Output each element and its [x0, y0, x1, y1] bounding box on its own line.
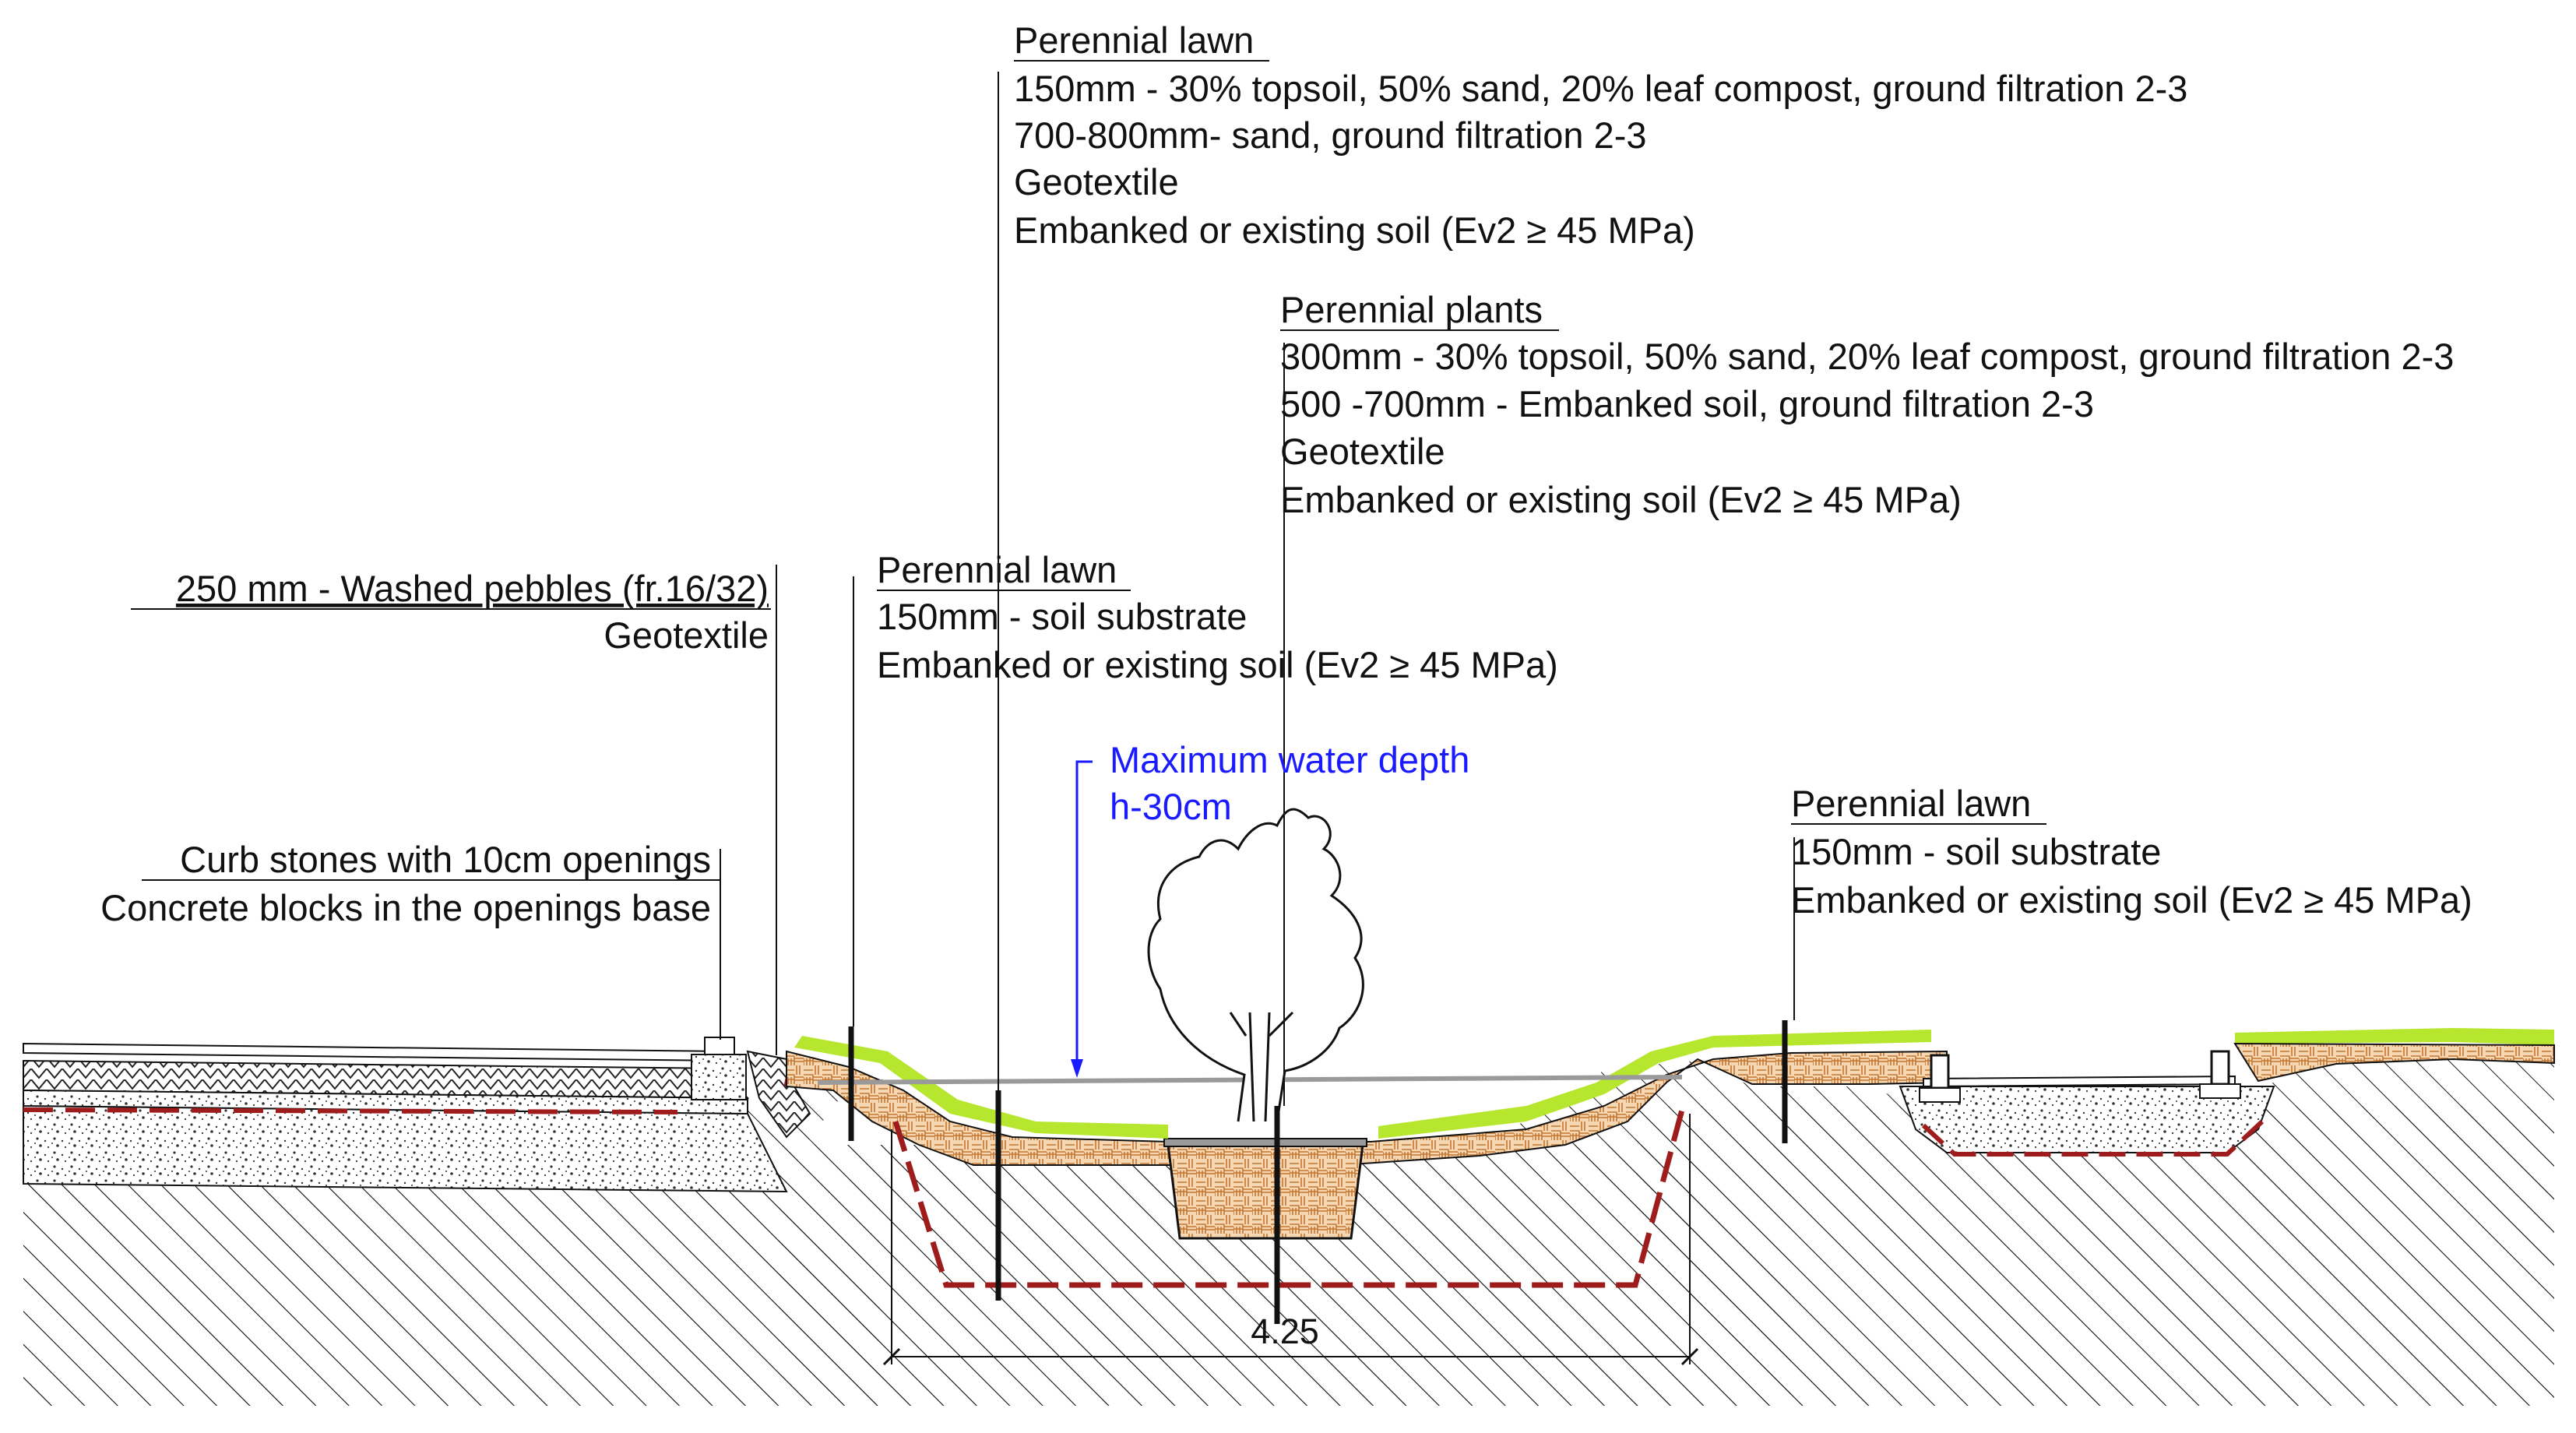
dimension-tick-left: [882, 1347, 901, 1366]
lawn-top-line-3: Geotextile: [1014, 161, 1179, 202]
curb-block: [691, 1054, 747, 1100]
plants-line-3: Geotextile: [1280, 431, 1445, 472]
lawn-right-line-1: 150mm - soil substrate: [1791, 831, 2161, 872]
swale-geotextile-dashed: [892, 1109, 1685, 1288]
ground-fill-left: [23, 1180, 880, 1406]
tree-trunk: [1229, 1011, 1294, 1122]
swale-topsoil: [786, 1050, 1948, 1166]
dimension-tick-right: [1680, 1347, 1699, 1366]
tree-pit-cap: [1163, 1138, 1367, 1147]
water-title: Maximum water depth: [1110, 739, 1469, 780]
plants-line-4: Embanked or existing soil (Ev2 ≥ 45 MPa): [1280, 479, 1962, 520]
pebbles-line-1: Geotextile: [604, 614, 769, 656]
lawn-left-line-2: Embanked or existing soil (Ev2 ≥ 45 MPa): [877, 644, 1558, 685]
plants-line-2: 500 -700mm - Embanked soil, ground filtr…: [1280, 383, 2094, 424]
water-line-1: h-30cm: [1110, 786, 1232, 827]
grass-left: [794, 1036, 1168, 1139]
grass-far-right: [2235, 1028, 2554, 1045]
lawn-top-title: Perennial lawn: [1014, 19, 1254, 61]
right-curb-left-base: [1919, 1087, 1961, 1103]
pebbles-title: 250 mm - Washed pebbles (fr.16/32): [176, 568, 769, 609]
road-asphalt: [23, 1042, 725, 1062]
tree-pit-soil: [1167, 1143, 1364, 1240]
lawn-right-title: Perennial lawn: [1791, 783, 2031, 824]
ground-fill-right: [1635, 1106, 2554, 1406]
curb-line-1: Concrete blocks in the openings base: [100, 887, 711, 928]
right-path-surface: [1923, 1075, 2236, 1088]
lawn-left-line-1: 150mm - soil substrate: [877, 596, 1247, 637]
right-curb-left: [1930, 1054, 1950, 1090]
lawn-top-line-4: Embanked or existing soil (Ev2 ≥ 45 MPa): [1014, 209, 1695, 251]
lawn-top-line-1: 150mm - 30% topsoil, 50% sand, 20% leaf …: [1014, 68, 2187, 109]
right-slope-soil: [2233, 1042, 2555, 1083]
dimension-label: 4.25: [1251, 1312, 1319, 1351]
plants-line-1: 300mm - 30% topsoil, 50% sand, 20% leaf …: [1280, 336, 2454, 377]
water-depth-leader: [1075, 760, 1093, 1073]
lawn-left-title: Perennial lawn: [877, 549, 1117, 590]
lawn-right-line-2: Embanked or existing soil (Ev2 ≥ 45 MPa): [1791, 879, 2472, 921]
right-path-geotextile: [1921, 1119, 2265, 1157]
lawn-top-line-2: 700-800mm- sand, ground filtration 2-3: [1014, 114, 1647, 156]
curb-title: Curb stones with 10cm openings: [180, 839, 711, 880]
road-geotextile-red: [23, 1107, 678, 1114]
curb-stone: [704, 1037, 735, 1055]
grass-right: [1378, 1030, 1931, 1139]
plants-title: Perennial plants: [1280, 289, 1543, 330]
right-curb-right: [2210, 1050, 2230, 1086]
tree-icon: [1147, 808, 1364, 1122]
road-base-gravel: [23, 1104, 788, 1193]
right-curb-right-base: [2199, 1083, 2241, 1099]
road-sub-layer: [23, 1089, 748, 1115]
water-depth-arrowhead: [1071, 1059, 1083, 1078]
